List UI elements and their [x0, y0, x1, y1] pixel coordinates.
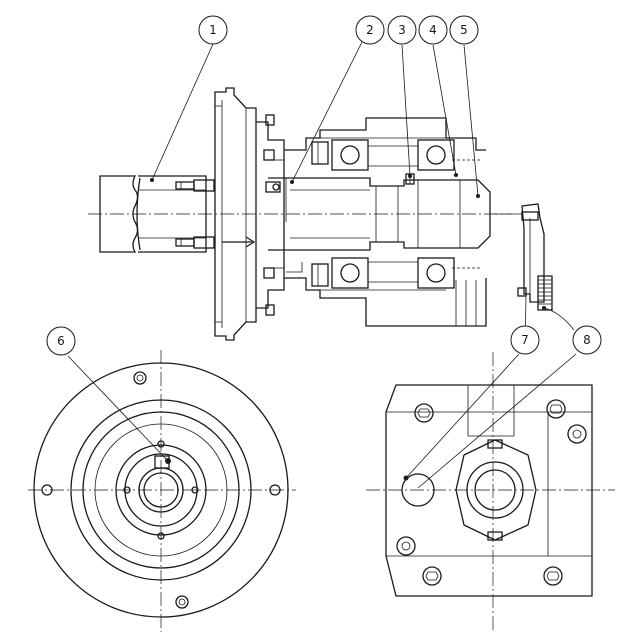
- encoder-bracket: [494, 203, 553, 311]
- mounting-flange: [214, 87, 285, 341]
- bearing-housing: [284, 117, 487, 327]
- spindle-shaft: [265, 173, 491, 273]
- callout-6: 6: [46, 326, 76, 356]
- front-end-view: [28, 350, 296, 632]
- callout-label: 2: [366, 23, 374, 37]
- callout-3: 3: [387, 15, 417, 45]
- rear-end-view: [366, 352, 615, 630]
- callout-4: 4: [418, 15, 448, 45]
- callout-2: 2: [355, 15, 385, 45]
- callout-label: 7: [521, 333, 529, 347]
- drive-shaft: [99, 175, 215, 253]
- callout-label: 1: [209, 23, 217, 37]
- callout-8: 8: [572, 325, 602, 355]
- callout-5: 5: [449, 15, 479, 45]
- callout-label: 8: [583, 333, 591, 347]
- callout-7: 7: [510, 325, 540, 355]
- callout-label: 3: [398, 23, 406, 37]
- callout-label: 6: [57, 334, 65, 348]
- callout-label: 5: [460, 23, 468, 37]
- section-view: [88, 87, 553, 341]
- callout-1: 1: [198, 15, 228, 45]
- callout-label: 4: [429, 23, 437, 37]
- leader-lines: [67, 41, 577, 489]
